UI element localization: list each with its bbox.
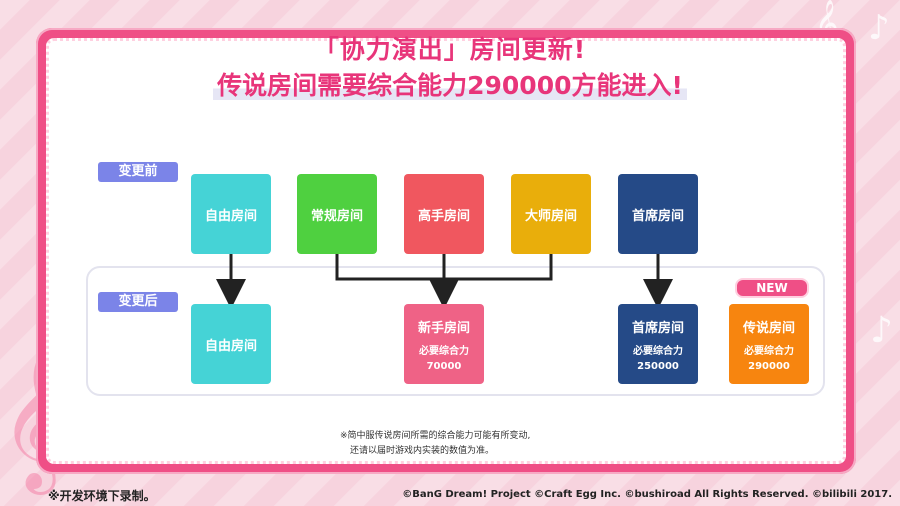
room-requirement-label: 必要综合力 [633, 345, 683, 357]
room-regular-before: 常规房间 [297, 174, 377, 254]
subheadline: 传说房间需要综合能力290000方能进入! [0, 66, 900, 102]
room-requirement-label: 必要综合力 [419, 345, 469, 357]
room-requirement-label: 必要综合力 [744, 345, 794, 357]
headline: 「协力演出」房间更新! [313, 35, 587, 64]
new-badge: NEW [735, 278, 809, 298]
room-requirement-value: 250000 [637, 360, 679, 372]
copyright: ©BanG Dream! Project ©Craft Egg Inc. ©bu… [402, 489, 892, 500]
room-novice-after: 新手房间 必要综合力 70000 [404, 304, 484, 384]
recording-note: ※开发环境下录制。 [48, 489, 156, 503]
room-name: 常规房间 [310, 208, 363, 224]
room-name: 自由房间 [204, 338, 257, 354]
room-free-after: 自由房间 [191, 304, 271, 384]
disclaimer-note: ※简中服传说房间所需的综合能力可能有所变动, 还请以届时游戏内实装的数值为准。 [340, 429, 530, 459]
room-master-before: 大师房间 [511, 174, 591, 254]
music-note-icon: ♪ [870, 310, 893, 351]
note-line: 还请以届时游戏内实装的数值为准。 [350, 446, 495, 456]
room-free-before: 自由房间 [191, 174, 271, 254]
room-name: 首席房间 [631, 208, 684, 224]
room-name: 高手房间 [417, 208, 470, 224]
room-requirement-value: 70000 [426, 360, 462, 372]
room-legend-after: 传说房间 必要综合力 290000 [729, 304, 809, 384]
subheadline-text: 传说房间需要综合能力290000方能进入! [213, 71, 687, 100]
room-name: 传说房间 [742, 320, 795, 336]
music-note-icon: ♪ [868, 8, 890, 48]
room-name: 新手房间 [417, 320, 470, 336]
note-line: ※简中服传说房间所需的综合能力可能有所变动, [340, 431, 531, 441]
room-name: 自由房间 [204, 208, 257, 224]
room-name: 首席房间 [631, 320, 684, 336]
room-expert-before: 高手房间 [404, 174, 484, 254]
room-chief-after: 首席房间 必要综合力 250000 [618, 304, 698, 384]
room-requirement-value: 290000 [748, 360, 790, 372]
room-chief-before: 首席房间 [618, 174, 698, 254]
room-name: 大师房间 [524, 208, 577, 224]
before-tag: 变更前 [98, 162, 178, 182]
after-tag: 变更后 [98, 292, 178, 312]
